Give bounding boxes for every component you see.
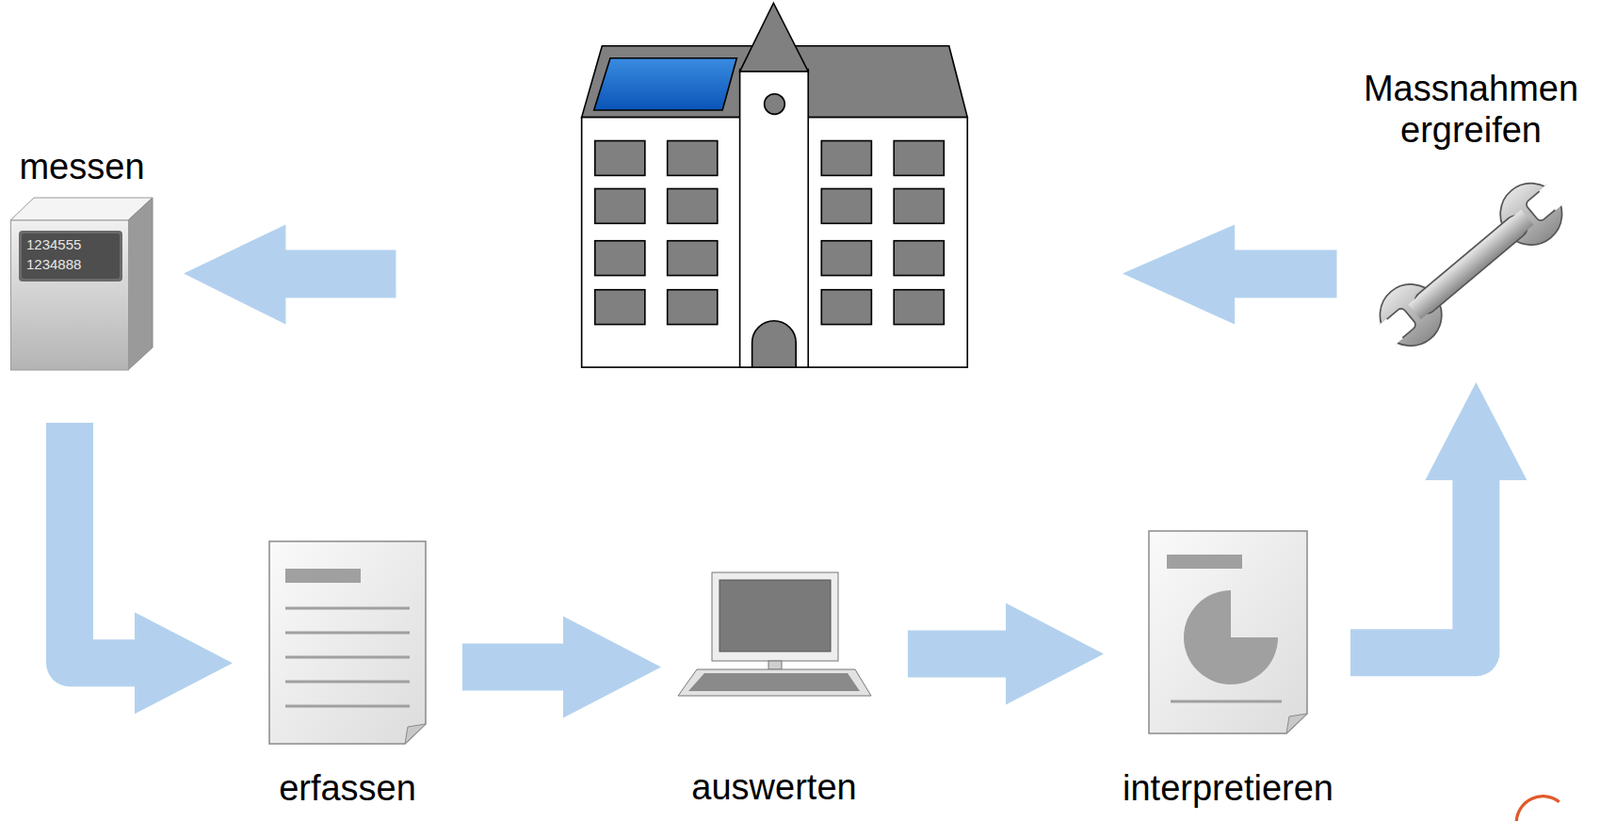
step-icon xyxy=(10,196,154,372)
step-icon xyxy=(1343,156,1599,373)
process-step: interpretieren xyxy=(1118,530,1338,809)
flow-arrow xyxy=(1122,224,1338,324)
logo-fragment xyxy=(1516,796,1560,821)
step-icon xyxy=(268,540,427,745)
step-label: interpretieren xyxy=(1122,767,1334,809)
step-label: auswerten xyxy=(691,766,857,809)
school-building xyxy=(581,2,969,368)
meter-reading: 1234888 xyxy=(26,256,81,274)
step-icon xyxy=(676,571,873,705)
flow-arrow xyxy=(69,422,233,714)
process-step: erfassen xyxy=(268,540,427,809)
flow-arrow xyxy=(1350,382,1527,653)
step-label: messen xyxy=(18,145,145,188)
step-icon xyxy=(1147,530,1309,735)
process-step: auswerten xyxy=(676,571,873,809)
flow-arrow xyxy=(183,224,396,324)
step-label: Massnahmen ergreifen xyxy=(1353,67,1589,151)
meter-reading: 1234555 xyxy=(26,236,81,254)
step-label: erfassen xyxy=(278,767,417,809)
flow-arrow xyxy=(907,602,1104,705)
flow-arrow xyxy=(462,616,662,719)
process-step: Massnahmen ergreifen xyxy=(1343,67,1599,373)
